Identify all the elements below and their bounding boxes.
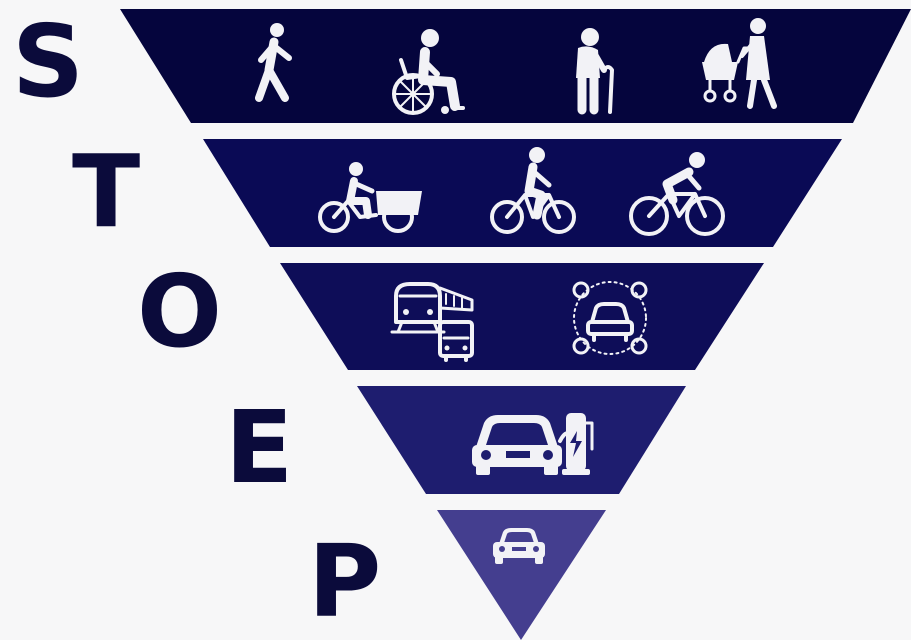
elderly-with-cane-icon [576,28,614,115]
wheelchair-user-icon [392,29,465,115]
acronym-letter-e: E [225,389,294,506]
tier-1-band [120,9,911,123]
speed-bicycle-icon [629,152,725,236]
electric-car-charging-icon [472,413,594,475]
parent-with-stroller-icon [702,18,777,109]
car-sharing-icon [572,281,648,355]
acronym-letter-p: P [308,523,382,640]
train-and-bus-icon [390,282,474,362]
tier-3-band [280,263,764,370]
cargo-bike-icon [318,162,422,233]
acronym-letter-t: T [72,133,141,250]
private-car-icon [493,528,545,564]
pedestrian-walking-icon [255,23,292,102]
bicycle-icon [490,147,576,234]
tier-2-band [203,139,842,247]
acronym-letter-s: S [12,3,85,120]
tier-5-band [437,510,606,640]
acronym-letter-o: O [137,253,223,370]
